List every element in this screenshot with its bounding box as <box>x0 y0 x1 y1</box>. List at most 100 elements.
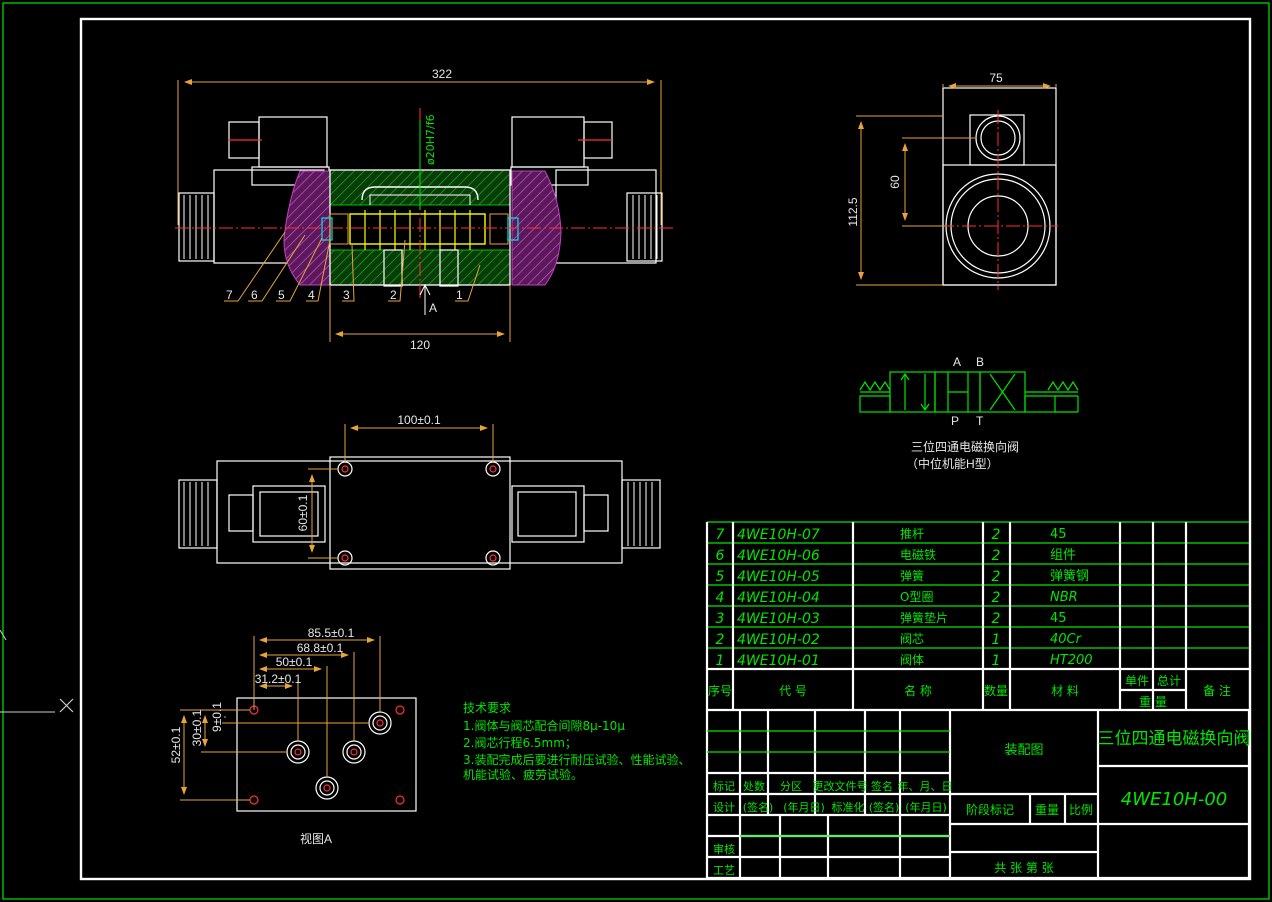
tech-item-3: 3.装配完成后要进行耐压试验、性能试验、 <box>463 752 690 767</box>
parts-header-total: 总计 <box>1157 674 1181 688</box>
tb-design-1: (签名) <box>743 800 774 814</box>
tb-design-2: (年月日) <box>783 800 825 814</box>
dim-side-height: 112.5 <box>846 197 860 226</box>
parts-row-1-name: 阀体 <box>900 653 924 667</box>
parts-row-6-no: 6 <box>716 548 725 564</box>
port-a-label: A <box>953 355 961 369</box>
dim-a-68: 68.8±0.1 <box>297 641 344 655</box>
dim-spool-fit: ø20H7/f6 <box>424 114 437 165</box>
port-p-label: P <box>951 414 959 428</box>
parts-row-5-code: 4WE10H-05 <box>737 569 820 585</box>
parts-row-2-material: 40Cr <box>1050 632 1083 647</box>
tb-design-0: 设计 <box>713 801 735 814</box>
balloon-5: 5 <box>278 288 285 302</box>
tb-process: 工艺 <box>713 864 735 877</box>
dim-a-50: 50±0.1 <box>276 655 313 669</box>
parts-header-material: 材 料 <box>1051 684 1079 698</box>
parts-row-7-material: 45 <box>1050 527 1067 542</box>
parts-row-6-name: 电磁铁 <box>900 547 936 562</box>
parts-row-6-code: 4WE10H-06 <box>737 548 820 564</box>
parts-row-4-code: 4WE10H-04 <box>737 590 820 606</box>
parts-row-7-code: 4WE10H-07 <box>737 527 820 543</box>
balloon-1: 1 <box>456 288 463 302</box>
drawing-type: 装配图 <box>1004 743 1043 758</box>
tech-item-1: 1.阀体与阀芯配合间隙8μ-10μ <box>463 718 625 733</box>
tech-item-2: 2.阀芯行程6.5mm； <box>463 735 577 750</box>
view-a: 85.5±0.1 68.8±0.1 50±0.1 31.2±0.1 52±0.1… <box>169 626 417 846</box>
parts-header-name: 名 称 <box>904 683 932 698</box>
tb-design-4: (签名) <box>869 800 900 814</box>
parts-header-code: 代 号 <box>779 684 807 698</box>
tb-weight: 重量 <box>1035 803 1059 817</box>
balloon-7: 7 <box>226 288 233 302</box>
balloon-2: 2 <box>390 288 397 302</box>
view-arrow-label: A <box>429 301 437 315</box>
parts-row-4-no: 4 <box>716 590 725 606</box>
parts-row-4-name: O型圈 <box>900 590 933 604</box>
parts-row-3-code: 4WE10H-03 <box>737 611 820 627</box>
drawing-number: 4WE10H-00 <box>1121 789 1227 810</box>
parts-row-7-no: 7 <box>716 527 725 543</box>
balloon-4: 4 <box>308 288 315 302</box>
symbol-caption-2: （中位机能H型） <box>906 456 999 471</box>
parts-row-1-material: HT200 <box>1050 653 1093 668</box>
balloon-3: 3 <box>343 288 350 302</box>
tb-mark-3: 更改文件号 <box>813 779 868 793</box>
front-section-view: 322 <box>175 67 675 352</box>
parts-header-unit: 单件 <box>1125 674 1149 688</box>
parts-row-3-name: 弹簧垫片 <box>900 610 948 625</box>
parts-row-2-code: 4WE10H-02 <box>737 632 820 648</box>
product-name: 三位四通电磁换向阀 <box>1098 729 1251 749</box>
top-view: 100±0.1 60±0.1 <box>178 413 661 570</box>
parts-header-remark: 备 注 <box>1203 683 1231 698</box>
parts-header-no: 序号 <box>708 683 732 698</box>
parts-row-3-qty: 2 <box>992 611 1001 627</box>
parts-row-3-no: 3 <box>716 611 725 627</box>
tb-review: 审核 <box>713 842 735 856</box>
tb-mark-4: 签名 <box>871 779 893 793</box>
dim-a-31: 31.2±0.1 <box>255 672 302 686</box>
port-t-label: T <box>976 414 984 428</box>
dim-a-9: 9±0.1 <box>210 702 224 732</box>
valve-symbol: A B P T 三位四通电磁换向阀 （中位机能H型） <box>859 355 1079 471</box>
tb-sheets: 共 张 第 张 <box>994 861 1053 875</box>
dim-side-width: 75 <box>989 71 1003 85</box>
parts-row-6-material: 组件 <box>1050 548 1076 563</box>
parts-header-qty: 数量 <box>984 683 1008 698</box>
dim-port-spacing-x: 100±0.1 <box>397 413 441 427</box>
parts-row-2-name: 阀芯 <box>900 632 924 646</box>
symbol-caption-1: 三位四通电磁换向阀 <box>911 439 1019 454</box>
parts-row-5-name: 弹簧 <box>900 568 924 583</box>
ucs-icon <box>0 629 74 713</box>
parts-row-5-material: 弹簧钢 <box>1050 568 1089 584</box>
parts-row-2-qty: 1 <box>992 632 1001 648</box>
tb-mark-0: 标记 <box>713 779 735 793</box>
parts-row-7-qty: 2 <box>992 527 1001 543</box>
parts-row-5-no: 5 <box>716 569 725 585</box>
parts-row-5-qty: 2 <box>992 569 1001 585</box>
dim-body-length: 120 <box>410 338 430 352</box>
tb-mark-2: 分区 <box>780 780 802 793</box>
dim-side-axis: 60 <box>888 175 902 189</box>
parts-row-2-no: 2 <box>716 632 725 648</box>
tech-item-4: 机能试验、疲劳试验。 <box>463 767 583 782</box>
side-view: 75 112.5 60 <box>846 71 1058 290</box>
tb-stage-mark: 阶段标记 <box>966 802 1014 817</box>
tb-design-3: 标准化 <box>832 800 865 814</box>
parts-row-3-material: 45 <box>1050 611 1067 626</box>
tech-title: 技术要求 <box>463 701 511 715</box>
dim-overall-length: 322 <box>432 67 452 81</box>
tb-design-5: (年月日) <box>905 800 947 814</box>
port-b-label: B <box>976 355 984 369</box>
dim-a-85: 85.5±0.1 <box>308 626 355 640</box>
parts-row-4-material: NBR <box>1050 590 1078 605</box>
dim-port-spacing-y: 60±0.1 <box>296 494 310 531</box>
balloon-6: 6 <box>251 288 258 302</box>
parts-list: 7 4WE10H-07 推杆 2 45 6 4WE10H-06 电磁铁 2 组件… <box>705 521 1249 878</box>
parts-row-1-qty: 1 <box>992 653 1001 669</box>
tech-requirements: 技术要求 1.阀体与阀芯配合间隙8μ-10μ 2.阀芯行程6.5mm； 3.装配… <box>463 701 690 782</box>
tb-mark-5: 年、月、日 <box>898 779 953 793</box>
dim-a-52: 52±0.1 <box>169 726 183 763</box>
